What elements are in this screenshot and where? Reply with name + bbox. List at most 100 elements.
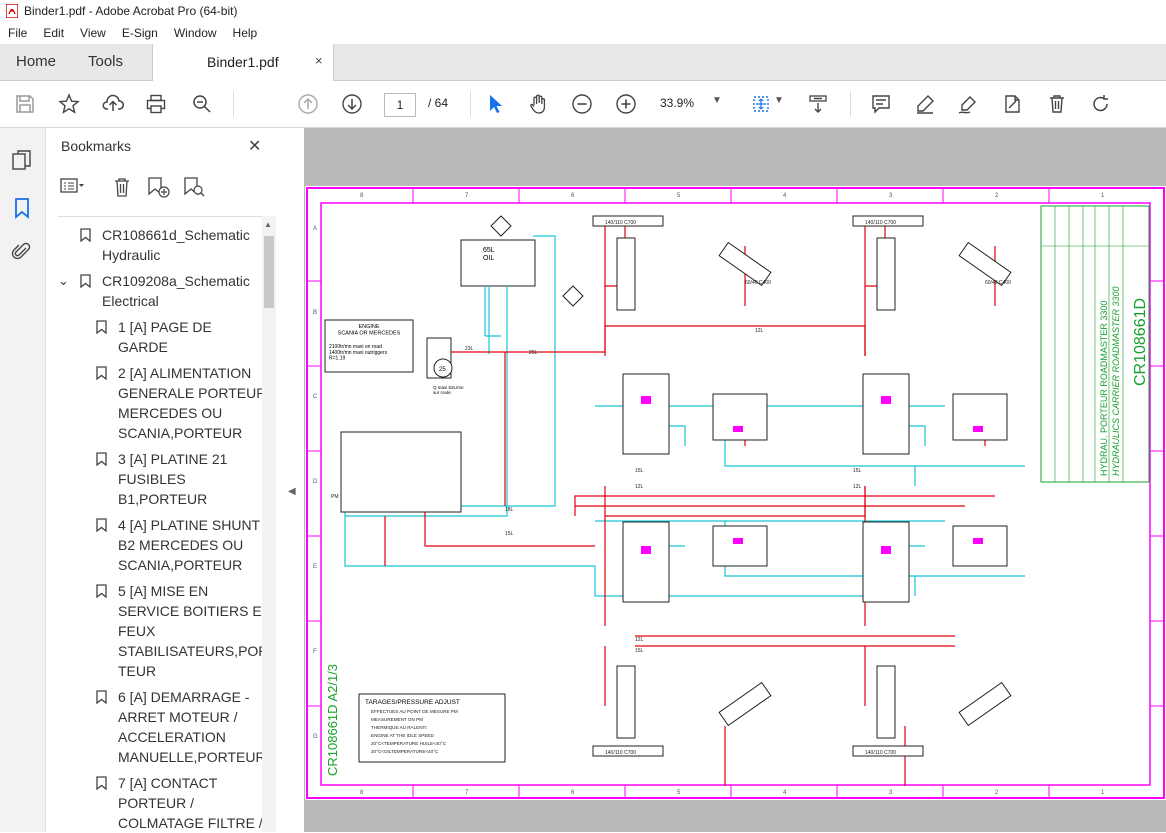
find-bookmark-icon[interactable]: [182, 176, 206, 198]
bookmark-scrollbar[interactable]: ▲: [262, 216, 276, 832]
grid-col-label: 5: [677, 790, 681, 796]
drawing-number: CR108661D: [1132, 298, 1149, 386]
bookmark-panel-icon[interactable]: [10, 196, 34, 220]
highlight-pen-icon[interactable]: [912, 91, 938, 117]
collapse-panel-icon[interactable]: ◀: [288, 486, 296, 497]
flow-label: 15L: [635, 648, 644, 654]
redo-rotate-icon[interactable]: [1088, 91, 1114, 117]
grid-col-label: 8: [360, 790, 364, 796]
grid-col-label: 7: [465, 193, 469, 199]
grid-col-label: 1: [1101, 193, 1105, 199]
bookmark-ribbon-icon: [96, 366, 107, 380]
bookmark-ribbon-icon: [80, 228, 91, 242]
menu-help[interactable]: Help: [232, 26, 258, 40]
hydraulic-schematic: 8 7 6 5 4 3 2 1 8 7 6 5 4 3 2 1 A B C D …: [306, 187, 1165, 799]
left-rail: [0, 128, 46, 832]
flow-label: 12L: [755, 328, 764, 334]
flow-label: 18L: [505, 507, 514, 513]
new-bookmark-icon[interactable]: [146, 176, 170, 198]
bookmark-ribbon-icon: [96, 776, 107, 790]
jack-label: 60/40 C400: [985, 280, 1011, 286]
grid-row-label: A: [313, 226, 317, 232]
pages-thumbnail-icon[interactable]: [10, 148, 34, 172]
tarages-line: EFFECTUES AU POINT DE MESURE PM: [371, 709, 458, 714]
comment-icon[interactable]: [868, 91, 894, 117]
acrobat-pdf-icon: [6, 4, 18, 18]
pm-label: PM: [331, 494, 339, 500]
next-page-icon[interactable]: [339, 91, 365, 117]
window-titlebar: Binder1.pdf - Adobe Acrobat Pro (64-bit): [0, 0, 1166, 22]
cylinder-label: 140/110 C700: [605, 750, 636, 756]
jack-label: 60/40 C400: [745, 280, 771, 286]
tab-bar: Home Tools Binder1.pdf ×: [0, 44, 1166, 81]
bookmark-label: 2 [A] ALIMENTATION GENERALE PORTEUR MERC…: [118, 365, 264, 441]
select-cursor-icon[interactable]: [482, 91, 508, 117]
cloud-upload-icon[interactable]: [100, 91, 126, 117]
flow-label: 25L: [529, 350, 538, 356]
tab-tools[interactable]: Tools: [88, 53, 124, 70]
menu-file[interactable]: File: [8, 26, 28, 40]
tab-document-label: Binder1.pdf: [207, 54, 279, 70]
sign-pen-icon[interactable]: [955, 91, 981, 117]
bookmark-toolbar: [60, 176, 260, 200]
tarages-line: ENGINE AT THE IDLE SPEED: [371, 733, 434, 738]
grid-col-label: 2: [995, 790, 999, 796]
tab-home[interactable]: Home: [16, 53, 57, 70]
fill-sign-icon[interactable]: [999, 91, 1025, 117]
save-icon[interactable]: [12, 91, 38, 117]
menu-esign[interactable]: E-Sign: [121, 26, 158, 40]
tab-close-icon[interactable]: ×: [315, 53, 323, 68]
grid-col-label: 4: [783, 790, 787, 796]
chevron-down-icon[interactable]: ▼: [712, 95, 722, 106]
chevron-down-icon[interactable]: ▼: [774, 95, 784, 106]
menu-bar: File Edit View E-Sign Window Help: [0, 22, 1166, 44]
title-block-line1: HYDRAU. PORTEUR ROADMASTER 3300: [1099, 301, 1109, 476]
attachment-paperclip-icon[interactable]: [10, 240, 34, 264]
menu-edit[interactable]: Edit: [43, 26, 65, 40]
grid-col-label: 8: [360, 193, 364, 199]
flow-label: 15L: [505, 531, 514, 537]
options-list-icon[interactable]: [60, 176, 84, 196]
page-number-input[interactable]: 1: [384, 93, 416, 117]
grid-col-label: 6: [571, 193, 575, 199]
delete-trash-icon[interactable]: [1044, 91, 1070, 117]
grid-col-label: 3: [889, 193, 893, 199]
side-drawing-id: CR108661D A2/1/3: [325, 664, 340, 776]
zoom-search-icon[interactable]: [189, 91, 215, 117]
grid-col-label: 7: [465, 790, 469, 796]
scrollbar-thumb[interactable]: [264, 236, 274, 308]
scroll-mode-icon[interactable]: [805, 91, 831, 117]
panel-title: Bookmarks: [61, 138, 132, 154]
pdf-page[interactable]: 8 7 6 5 4 3 2 1 8 7 6 5 4 3 2 1 A B C D …: [305, 186, 1166, 800]
grid-row-label: G: [313, 734, 318, 740]
bookmark-list: CR108661d_Schematic Hydraulic ⌄ CR109208…: [58, 216, 264, 833]
cylinder-label: 140/110 C700: [865, 220, 896, 226]
bookmark-label: CR108661d_Schematic Hydraulic: [102, 227, 250, 263]
previous-page-icon[interactable]: [295, 91, 321, 117]
bookmark-label: 1 [A] PAGE DE GARDE: [118, 319, 212, 355]
hand-tool-icon[interactable]: [526, 91, 552, 117]
page-total: / 64: [428, 96, 449, 110]
menu-view[interactable]: View: [80, 26, 106, 40]
zoom-out-icon[interactable]: [569, 91, 595, 117]
menu-window[interactable]: Window: [173, 26, 217, 40]
star-bookmark-icon[interactable]: [56, 91, 82, 117]
delete-bookmark-icon[interactable]: [112, 176, 132, 198]
grid-row-label: C: [313, 394, 318, 400]
panel-close-icon[interactable]: ✕: [248, 138, 262, 155]
print-icon[interactable]: [143, 91, 169, 117]
bookmark-label: 6 [A] DEMARRAGE - ARRET MOTEUR / ACCELER…: [118, 689, 264, 765]
zoom-in-icon[interactable]: [613, 91, 639, 117]
bookmark-label: 5 [A] MISE EN SERVICE BOITIERS ET FEUX S…: [118, 583, 264, 679]
chevron-down-icon[interactable]: ⌄: [58, 273, 69, 288]
window-title: Binder1.pdf - Adobe Acrobat Pro (64-bit): [24, 4, 238, 18]
bookmark-label: 3 [A] PLATINE 21 FUSIBLES B1,PORTEUR: [118, 451, 228, 507]
cylinder-label: 140/110 C700: [605, 220, 636, 226]
zoom-level-select[interactable]: 33.9%: [660, 96, 695, 110]
flow-label: 23L: [465, 346, 474, 352]
tab-document[interactable]: Binder1.pdf ×: [152, 44, 334, 81]
fit-page-icon[interactable]: [748, 91, 774, 117]
scroll-up-icon[interactable]: ▲: [264, 220, 272, 229]
